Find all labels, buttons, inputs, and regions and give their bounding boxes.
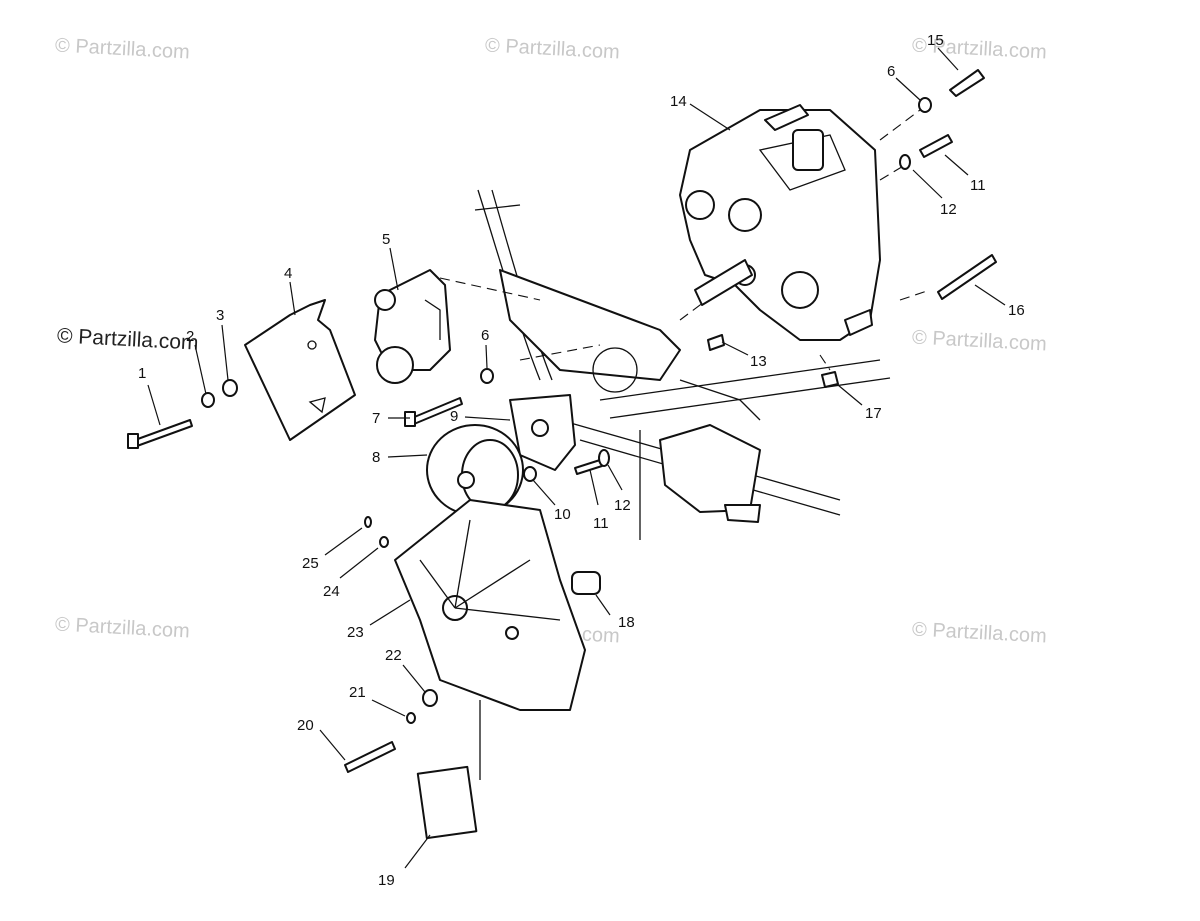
callout-19: 19 [378, 872, 395, 889]
shield-plate [244, 299, 356, 441]
callout-20: 20 [297, 717, 314, 734]
gearcase [679, 104, 881, 341]
callout-16: 16 [1008, 302, 1025, 319]
callout-14: 14 [670, 93, 687, 110]
callout-17: 17 [865, 405, 882, 422]
callout-1: 1 [138, 365, 146, 382]
callout-13: 13 [750, 353, 767, 370]
callout-21: 21 [349, 684, 366, 701]
decal [416, 765, 478, 840]
callout-23: 23 [347, 624, 364, 641]
callout-11: 11 [593, 515, 609, 532]
callout-5: 5 [382, 231, 390, 248]
callout-3: 3 [216, 307, 224, 324]
callout-25: 25 [302, 555, 319, 572]
driven-pulley [426, 424, 524, 516]
callout-2: 2 [186, 328, 194, 345]
callout-12: 12 [614, 497, 631, 514]
alignment-lines [439, 109, 931, 780]
frame-rails [474, 189, 891, 523]
callout-12b: 12 [940, 201, 957, 218]
belt-guard [394, 499, 586, 711]
callout-10: 10 [554, 506, 571, 523]
callout-labels: 1 2 3 4 5 6 6 7 8 9 10 11 11 12 12 13 14… [138, 32, 1025, 889]
callout-11b: 11 [970, 177, 986, 194]
callout-18: 18 [618, 614, 635, 631]
drive-mount [374, 269, 451, 384]
fasteners [127, 69, 997, 773]
callout-22: 22 [385, 647, 402, 664]
bearing-plate [509, 394, 576, 471]
callout-4: 4 [284, 265, 292, 282]
callout-9: 9 [450, 408, 458, 425]
callout-7: 7 [372, 410, 380, 427]
callout-6b: 6 [887, 63, 895, 80]
callout-8: 8 [372, 449, 380, 466]
callout-6: 6 [481, 327, 489, 344]
callout-24: 24 [323, 583, 340, 600]
callout-15: 15 [927, 32, 944, 49]
leader-lines [147, 47, 1006, 869]
